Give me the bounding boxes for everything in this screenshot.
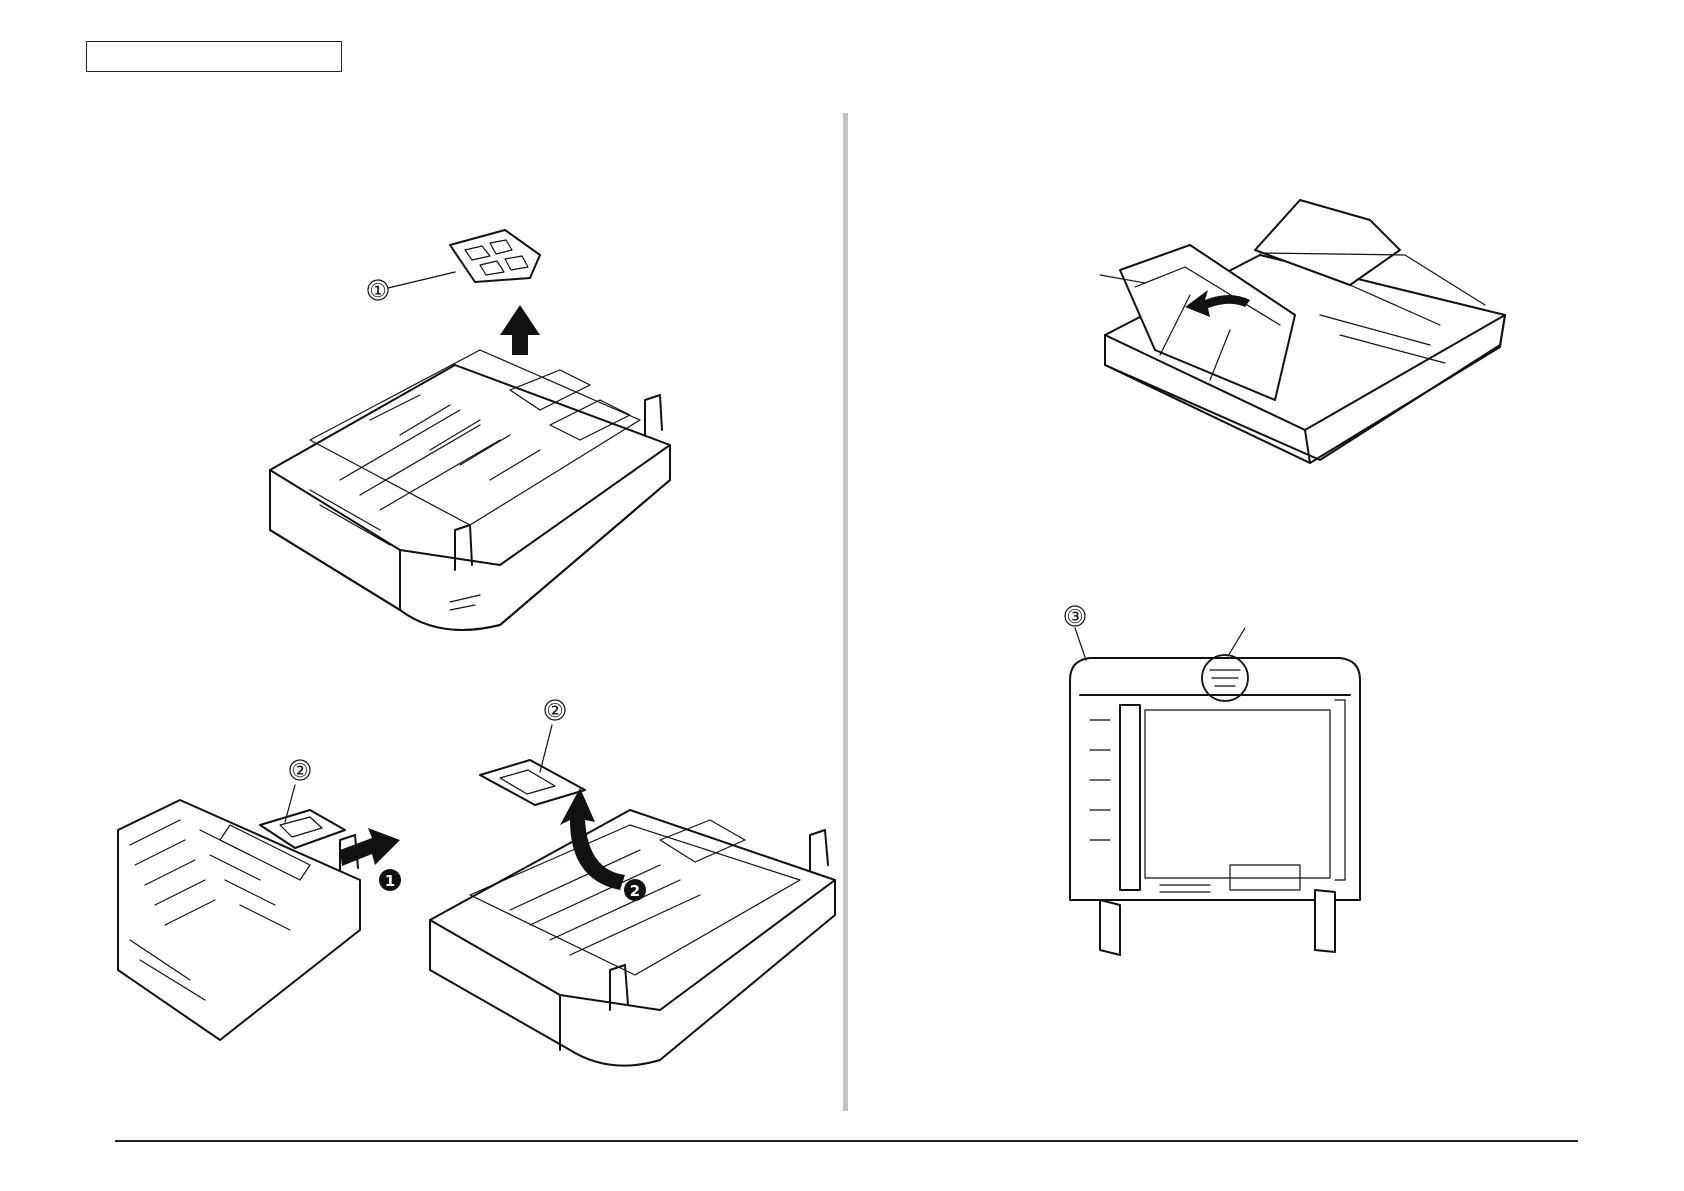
tray-illustration-2 — [430, 810, 835, 1066]
column-divider — [843, 113, 848, 1111]
figure-part-lift: ② 2 — [420, 700, 840, 1080]
figure-part-slide: ② 1 — [110, 770, 420, 1050]
callout-leader-1 — [388, 272, 455, 288]
right-arrow-icon — [340, 828, 400, 866]
callout-leader-5 — [1075, 628, 1086, 660]
callout-label-5: ③ — [1066, 606, 1083, 628]
figure-tray-cover-removal: ① — [250, 230, 690, 650]
step-label-2: 2 — [630, 882, 640, 900]
tray-illustration — [270, 350, 670, 630]
header-box — [86, 41, 342, 72]
figure-scanner-cover-open — [1100, 195, 1520, 470]
footer-rule — [115, 1140, 1578, 1142]
lifted-part — [480, 760, 585, 805]
callout-leader-3 — [540, 725, 552, 772]
cover-part — [450, 230, 540, 282]
callout-label-1: ① — [369, 280, 386, 302]
detail-leader — [1228, 628, 1245, 656]
up-arrow-icon — [500, 305, 540, 355]
callout-label-2: ② — [291, 760, 308, 782]
cover-underside-illustration — [1070, 658, 1360, 955]
figure-cover-underside: ③ — [1060, 600, 1410, 1000]
step-label-1: 1 — [385, 872, 395, 890]
callout-label-3: ② — [546, 700, 563, 722]
